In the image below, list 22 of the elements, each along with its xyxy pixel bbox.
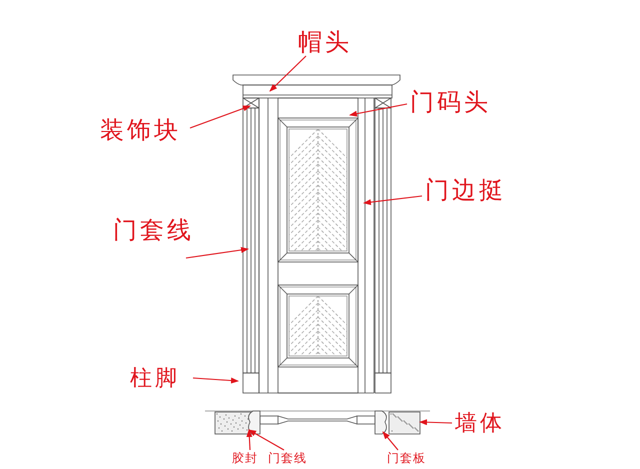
leader-line [246, 429, 252, 450]
wall-block [388, 412, 420, 434]
door-casing-profile [374, 410, 387, 434]
leader-line [419, 419, 452, 426]
callout-label: 柱脚 [130, 368, 180, 390]
leader-line [190, 105, 251, 129]
leader-line [363, 195, 422, 206]
callout-label: 门套板 [387, 452, 426, 464]
callout-label: 门边挺 [425, 178, 506, 202]
leader-line [382, 431, 398, 450]
callout-label: 门套线 [113, 218, 194, 242]
leader-line [248, 430, 284, 450]
leader-line [192, 377, 239, 384]
callout-label: 胶封 [232, 452, 258, 464]
leader-line [269, 56, 306, 92]
callout-label: 帽头 [298, 30, 352, 54]
leader-line [186, 247, 249, 259]
callout-label: 装饰块 [100, 118, 181, 142]
callout-label: 墙体 [455, 413, 505, 435]
leader-line [349, 103, 408, 117]
callout-label: 门套线 [268, 452, 307, 464]
callout-label: 门码头 [410, 90, 491, 114]
